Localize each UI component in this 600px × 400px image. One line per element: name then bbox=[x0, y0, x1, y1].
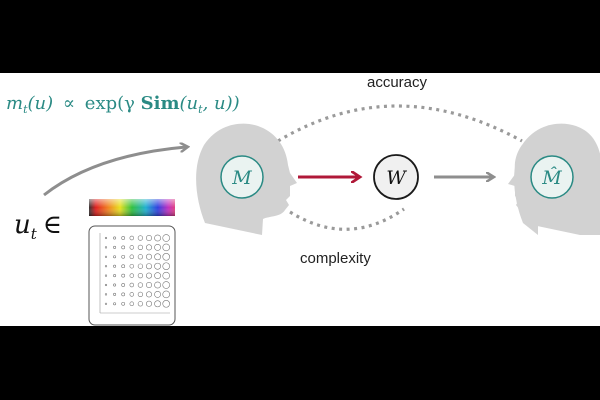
chart-thumbnail-dot bbox=[137, 244, 144, 251]
chart-thumbnail-dot bbox=[129, 292, 135, 297]
chart-thumbnail-dot bbox=[154, 253, 161, 261]
chart-thumbnail-dot bbox=[154, 234, 161, 242]
chart-thumbnail-dot bbox=[129, 245, 135, 250]
chart-thumbnail-dot bbox=[154, 291, 161, 298]
formula-prop: ∝ bbox=[63, 93, 75, 114]
chart-thumbnail-dot bbox=[129, 301, 135, 307]
chart-thumbnail-dot bbox=[129, 263, 135, 269]
listener-circle bbox=[530, 155, 574, 199]
chart-thumbnail-dot bbox=[162, 243, 170, 252]
chart-thumbnail-dot bbox=[137, 254, 144, 260]
chart-thumbnail-dot bbox=[121, 283, 126, 287]
speaker-head: M bbox=[196, 123, 297, 235]
chart-thumbnail-dot bbox=[146, 282, 153, 289]
complexity-arc bbox=[289, 207, 405, 231]
chart-thumbnail-dot bbox=[121, 236, 126, 240]
chart-thumbnail-dot bbox=[146, 253, 153, 260]
chart-thumbnail-dot bbox=[146, 235, 153, 242]
complexity-label: complexity bbox=[300, 250, 371, 267]
chart-thumbnail-dot bbox=[104, 283, 108, 287]
formula: mt(u) ∝ exp(γ Sim(ut, u)) bbox=[6, 93, 240, 116]
chart-thumbnail-dot bbox=[113, 245, 117, 249]
chart-thumbnail-dot bbox=[104, 293, 108, 296]
listener-head: M̂ bbox=[508, 123, 600, 235]
chart-thumbnail bbox=[88, 225, 176, 326]
chart-thumbnail-dot bbox=[113, 283, 117, 287]
chart-thumbnail-dot bbox=[146, 272, 153, 279]
formula-sim-args: (u bbox=[180, 93, 199, 114]
chart-thumbnail-dot bbox=[162, 262, 170, 270]
chart-thumbnail-dot bbox=[162, 234, 170, 242]
chart-thumbnail-dot bbox=[162, 253, 170, 261]
chart-thumbnail-dot bbox=[121, 273, 126, 278]
formula-exp: exp(γ bbox=[85, 93, 141, 114]
input-sub: t bbox=[31, 225, 38, 243]
input-arrow bbox=[43, 147, 186, 197]
chart-thumbnail-dot bbox=[154, 272, 161, 279]
chart-thumbnail-dot bbox=[162, 300, 170, 308]
chart-thumbnail-dot bbox=[129, 235, 135, 241]
chart-thumbnail-dot bbox=[113, 292, 117, 296]
chart-thumbnail-dot bbox=[104, 274, 108, 277]
chart-thumbnail-dot bbox=[113, 302, 117, 306]
formula-lhs-arg: (u) bbox=[28, 93, 54, 114]
listener-symbol: M̂ bbox=[541, 167, 562, 189]
chart-thumbnail-dot bbox=[104, 302, 108, 305]
chart-thumbnail-dot bbox=[104, 255, 108, 258]
chart-thumbnail-dot bbox=[129, 282, 135, 288]
input-in: ∈ bbox=[43, 210, 62, 240]
chart-thumbnail-dot bbox=[162, 290, 170, 299]
formula-lhs: m bbox=[6, 93, 23, 114]
chart-thumbnail-dot bbox=[137, 235, 144, 241]
formula-lhs-sub: t bbox=[23, 103, 28, 116]
chart-thumbnail-dot bbox=[146, 263, 153, 270]
accuracy-arc bbox=[277, 104, 523, 143]
chart-thumbnail-dot bbox=[137, 263, 144, 269]
chart-thumbnail-dot bbox=[104, 236, 108, 240]
diagram-canvas: mt(u) ∝ exp(γ Sim(ut, u)) accuracy M W M… bbox=[0, 73, 600, 326]
chart-thumbnail-dot bbox=[121, 292, 126, 297]
chart-thumbnail-dot bbox=[162, 281, 170, 289]
chart-thumbnail-dot bbox=[154, 262, 161, 270]
chart-thumbnail-dot bbox=[154, 300, 161, 308]
chart-thumbnail-dot bbox=[137, 282, 144, 288]
chart-thumbnail-dot bbox=[121, 254, 126, 259]
chart-thumbnail-dot bbox=[104, 246, 108, 249]
chart-thumbnail-dot bbox=[162, 271, 170, 280]
chart-thumbnail-dot bbox=[121, 245, 126, 250]
chart-thumbnail-dot bbox=[154, 244, 161, 251]
formula-sim-sub: t bbox=[198, 103, 203, 116]
chart-thumbnail-dot bbox=[146, 291, 153, 298]
chart-thumbnail-dot bbox=[146, 300, 153, 307]
accuracy-label: accuracy bbox=[367, 74, 428, 91]
chart-thumbnail-dot bbox=[146, 244, 153, 251]
chart-thumbnail-dot bbox=[113, 236, 117, 240]
chart-thumbnail-dot bbox=[113, 274, 117, 278]
speaker-circle bbox=[220, 155, 264, 199]
chart-thumbnail-dot bbox=[113, 264, 117, 268]
formula-sim: Sim bbox=[141, 93, 180, 114]
chart-thumbnail-dot bbox=[113, 255, 117, 259]
color-spectrum-thumbnail bbox=[89, 199, 175, 216]
input-var: u bbox=[14, 210, 31, 240]
speaker-symbol: M bbox=[231, 167, 252, 189]
chart-thumbnail-dot bbox=[154, 281, 161, 289]
formula-sim-close: , u)) bbox=[203, 93, 240, 114]
word-node: W bbox=[373, 154, 419, 200]
chart-thumbnail-dots bbox=[104, 234, 170, 308]
word-symbol: W bbox=[386, 167, 407, 189]
chart-thumbnail-dot bbox=[104, 265, 108, 268]
chart-thumbnail-dot bbox=[121, 301, 126, 306]
chart-thumbnail-dot bbox=[137, 291, 144, 298]
chart-thumbnail-dot bbox=[129, 273, 135, 278]
diagram-svg: mt(u) ∝ exp(γ Sim(ut, u)) accuracy M W M… bbox=[6, 74, 600, 326]
chart-thumbnail-dot bbox=[137, 272, 144, 279]
chart-thumbnail-dot bbox=[129, 254, 135, 260]
chart-thumbnail-dot bbox=[121, 264, 126, 269]
chart-thumbnail-dot bbox=[137, 301, 144, 307]
input-symbol: ut ∈ bbox=[14, 210, 62, 243]
